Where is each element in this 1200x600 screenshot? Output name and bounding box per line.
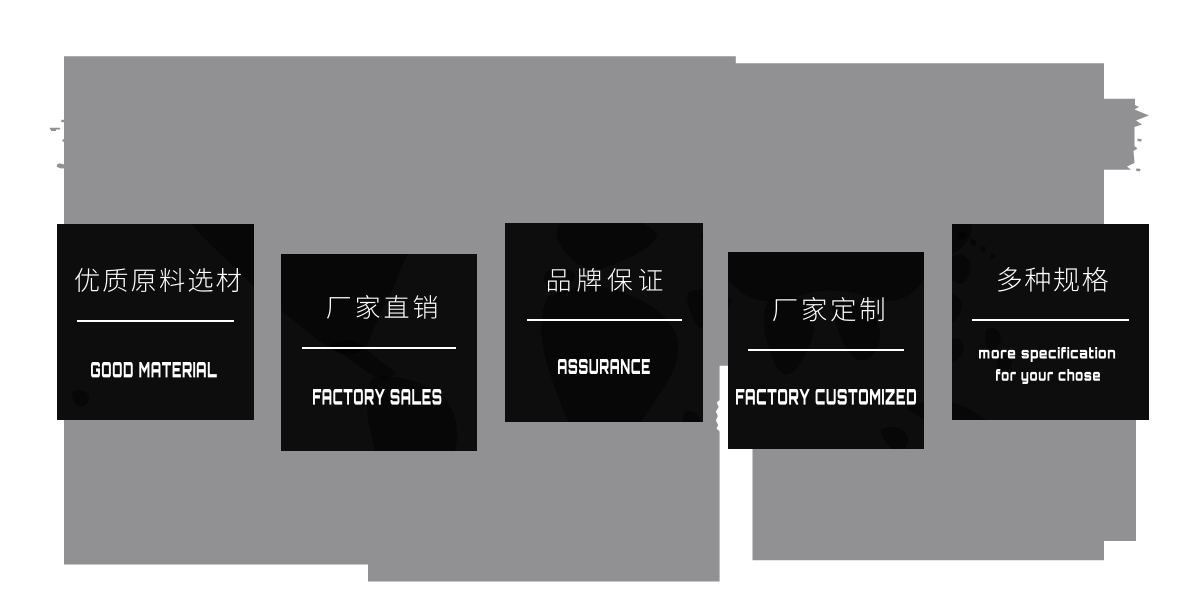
feature-card-assurance [505,222,703,423]
card-title-zh [998,266,1108,292]
divider-rule [971,318,1130,321]
card-subtitle-en [735,388,916,405]
card-subtitle-en [91,361,218,378]
card-title-zh [547,268,662,292]
card-subtitle-en [995,369,1100,385]
card-subtitle-en [979,346,1116,362]
feature-card-factory-customized [727,251,925,449]
map-island [61,119,65,123]
divider-rule [526,319,683,322]
map-island [1137,138,1142,142]
divider-rule [76,320,234,323]
card-map-texture [952,223,1012,420]
feature-card-more-specification [952,223,1150,420]
card-title-zh [326,295,437,319]
card-title-zh [773,296,884,322]
card-subtitle-en [313,388,442,405]
map-island [1136,168,1141,172]
divider-rule [748,348,905,351]
map-island [62,139,65,142]
card-map-texture [727,251,925,449]
divider-rule [302,347,457,350]
feature-card-factory-sales [281,253,477,451]
map-island [56,163,65,169]
card-map-texture [541,222,703,423]
map-island [49,127,61,131]
card-title-zh [75,267,242,292]
card-subtitle-en [558,359,650,375]
feature-card-good-material [56,224,254,420]
card-map-texture [281,253,458,451]
